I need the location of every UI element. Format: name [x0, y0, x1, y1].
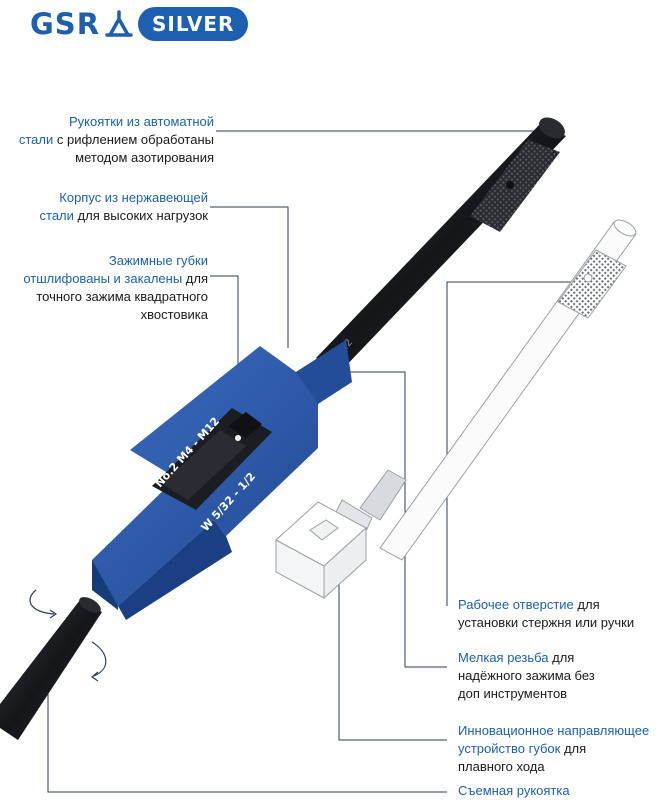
- callout-hole: Рабочее отверстие для установки стержня …: [458, 596, 634, 632]
- callout-removable: Съемная рукоятка: [458, 782, 570, 800]
- callout-jaws-line1: Зажимные губки: [108, 253, 208, 268]
- brand-logo: GSR SILVER: [30, 6, 249, 42]
- main-handle-rod: No.2: [316, 117, 566, 372]
- leader-body: [210, 206, 289, 348]
- callout-body-line1: Корпус из нержавеющей: [59, 190, 208, 205]
- callout-handles-line2-rest: с рифлением обработаны: [53, 132, 214, 147]
- callout-hole-line1-highlight: Рабочее отверстие: [458, 597, 574, 612]
- tent-triangle-icon: [105, 10, 133, 37]
- brand-tier-badge: SILVER: [138, 7, 249, 41]
- brand-name: GSR: [30, 7, 101, 41]
- callout-jaws: Зажимные губки отшлифованы и закалены дл…: [23, 252, 208, 324]
- brand-tier-label: SILVER: [152, 12, 235, 36]
- callout-guide-line3: плавного хода: [458, 759, 545, 774]
- callout-guide: Инновационное направляющее устройство гу…: [458, 722, 649, 776]
- callout-guide-line2-rest: для: [560, 741, 587, 756]
- callout-hole-line2: установки стержня или ручки: [458, 615, 635, 630]
- removable-handle-segment: [0, 597, 102, 740]
- leader-guide: [338, 540, 447, 741]
- callout-thread-line3: доп инструментов: [458, 686, 568, 701]
- rotation-arrows-icon: [29, 589, 107, 682]
- callout-body: Корпус из нержавеющей стали для высоких …: [40, 189, 208, 225]
- callout-jaws-line2-rest: для: [182, 271, 208, 286]
- callout-thread-line2: надёжного зажима без: [458, 668, 595, 683]
- leader-removable: [47, 688, 447, 793]
- callout-body-line2-rest: для высоких нагрузок: [73, 208, 208, 223]
- callout-body-line2-highlight: стали: [39, 208, 74, 223]
- callout-guide-line2-highlight: устройство губок: [458, 741, 561, 756]
- callout-hole-line1-rest: для: [573, 597, 600, 612]
- callout-removable-line1: Съемная рукоятка: [458, 783, 570, 798]
- callout-handles-line1: Рукоятки из автоматной: [68, 114, 214, 129]
- callout-jaws-line3: точного зажима квадратного: [36, 289, 208, 304]
- callout-thread-line1-highlight: Мелкая резьба: [458, 650, 549, 665]
- callout-handles: Рукоятки из автоматной стали с рифлением…: [19, 113, 214, 167]
- callout-thread: Мелкая резьба для надёжного зажима без д…: [458, 649, 595, 703]
- callout-jaws-line4: хвостовика: [140, 307, 208, 322]
- callout-handles-line2-highlight: стали: [18, 132, 54, 147]
- callout-jaws-line2-highlight: отшлифованы и закалены: [23, 271, 183, 286]
- callout-thread-line1-rest: для: [548, 650, 575, 665]
- wrench-body: No.2 M4 - M12 W 5/32 - 1/2: [92, 340, 352, 620]
- ghost-handle: [275, 219, 637, 600]
- callout-guide-line1: Инновационное направляющее: [458, 723, 650, 738]
- callout-handles-line3: методом азотирования: [75, 150, 214, 165]
